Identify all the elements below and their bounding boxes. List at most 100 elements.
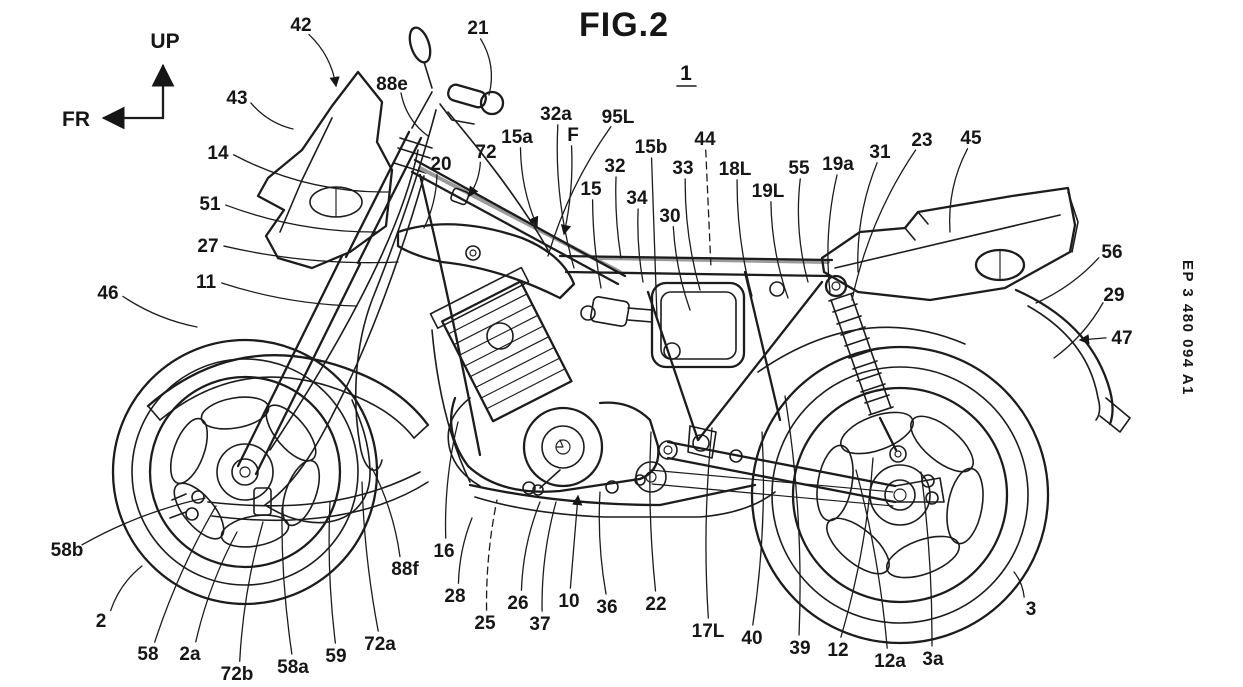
- part-label-58b: 58b: [51, 540, 84, 561]
- leader-line-43: [250, 102, 294, 130]
- part-label-88e: 88e: [376, 74, 408, 95]
- leader-line-21: [479, 38, 493, 96]
- tail-light: [1067, 191, 1079, 253]
- part-label-2a: 2a: [179, 644, 201, 665]
- leader-line-45: [948, 148, 969, 233]
- front-fork: [236, 26, 505, 476]
- part-label-2: 2: [96, 611, 107, 632]
- part-label-15a: 15a: [501, 127, 533, 148]
- part-label-28: 28: [444, 586, 465, 607]
- cable-clamp: [253, 487, 272, 516]
- front-sprocket: [635, 461, 667, 493]
- mirror-stalk: [423, 61, 433, 89]
- frame: [410, 158, 834, 495]
- leader-line-28: [457, 517, 473, 584]
- part-label-42: 42: [290, 15, 311, 36]
- leader-line-34: [637, 208, 644, 283]
- leader-line-25: [485, 499, 498, 611]
- leader-line-18L: [736, 179, 753, 297]
- part-label-16: 16: [433, 541, 454, 562]
- part-label-36: 36: [596, 597, 617, 618]
- rear-wheel: [750, 345, 1050, 645]
- leader-line-10: [569, 494, 583, 589]
- leader-line-36: [598, 491, 607, 595]
- cable-guide: [450, 187, 470, 206]
- clutch-cover: [522, 406, 604, 488]
- part-label-F: F: [567, 125, 579, 146]
- leader-line-29: [1053, 302, 1104, 359]
- part-label-34: 34: [626, 188, 648, 209]
- leader-line-22: [649, 431, 657, 592]
- leader-line-2: [110, 565, 143, 612]
- front-fender: [146, 354, 430, 439]
- rear-fender: [757, 288, 1131, 433]
- part-label-31: 31: [869, 142, 891, 163]
- bar-end: [479, 90, 505, 116]
- part-label-12: 12: [827, 640, 848, 661]
- mirror: [408, 26, 432, 64]
- front-axis-label: FR: [62, 108, 90, 131]
- part-label-27: 27: [197, 236, 218, 257]
- part-label-58: 58: [137, 644, 158, 665]
- leader-line-20: [423, 173, 438, 229]
- part-label-44: 44: [694, 129, 716, 150]
- part-label-3a: 3a: [922, 649, 944, 670]
- part-label-15: 15: [580, 179, 602, 200]
- figure-ref-number: 1: [680, 62, 692, 85]
- part-label-30: 30: [659, 206, 680, 227]
- part-label-25: 25: [474, 613, 496, 634]
- part-label-51: 51: [199, 194, 221, 215]
- leader-line-58: [154, 505, 217, 643]
- leader-line-44: [705, 149, 712, 269]
- leader-line-23: [851, 149, 917, 301]
- leader-line-55: [797, 178, 809, 283]
- part-label-19a: 19a: [822, 154, 854, 175]
- seat-tail: [820, 186, 1079, 302]
- leader-line-3: [1013, 571, 1025, 598]
- leader-line-3a: [920, 471, 933, 647]
- part-label-14: 14: [207, 143, 229, 164]
- leader-line-11: [221, 282, 357, 307]
- part-label-55: 55: [788, 158, 810, 179]
- leader-line-46: [122, 295, 198, 328]
- leader-line-72b: [239, 521, 264, 662]
- orientation-axes: UP FR: [62, 30, 180, 131]
- leader-line-30: [672, 226, 691, 311]
- part-label-29: 29: [1103, 285, 1124, 306]
- front-wheel: [111, 338, 379, 606]
- leader-line-26: [520, 501, 541, 591]
- part-label-43: 43: [226, 88, 247, 109]
- part-label-47: 47: [1111, 328, 1132, 349]
- windscreen-cowl: [256, 70, 394, 270]
- leader-line-12a: [855, 469, 888, 649]
- patent-number: EP 3 480 094 A1: [1179, 260, 1196, 396]
- leader-line-72a: [361, 481, 379, 632]
- leader-line-47: [1078, 334, 1107, 345]
- leader-line-19a: [827, 174, 838, 293]
- part-label-26: 26: [507, 593, 528, 614]
- part-label-40: 40: [741, 628, 762, 649]
- leader-line-42: [308, 33, 340, 88]
- leader-line-14: [232, 154, 389, 193]
- part-label-46: 46: [97, 283, 118, 304]
- leader-line-37: [541, 501, 557, 612]
- up-axis-label: UP: [150, 30, 179, 53]
- part-label-21: 21: [467, 18, 489, 39]
- airbox: [650, 281, 746, 369]
- part-label-18L: 18L: [719, 159, 752, 180]
- carburetor: [590, 296, 630, 327]
- leader-line-15: [591, 199, 602, 289]
- leader-line-58a: [281, 507, 293, 655]
- leader-line-51: [225, 204, 377, 233]
- leader-line-95L: [547, 126, 612, 257]
- leader-line-88e: [400, 92, 429, 137]
- fuel-tank: [396, 223, 576, 300]
- leader-line-16: [444, 421, 459, 539]
- part-label-11: 11: [196, 272, 217, 293]
- leader-line-32a: [556, 124, 575, 269]
- rear-shock: [824, 274, 907, 463]
- leader-line-2a: [195, 531, 238, 643]
- leader-line-72: [468, 161, 481, 198]
- part-label-32a: 32a: [540, 104, 572, 125]
